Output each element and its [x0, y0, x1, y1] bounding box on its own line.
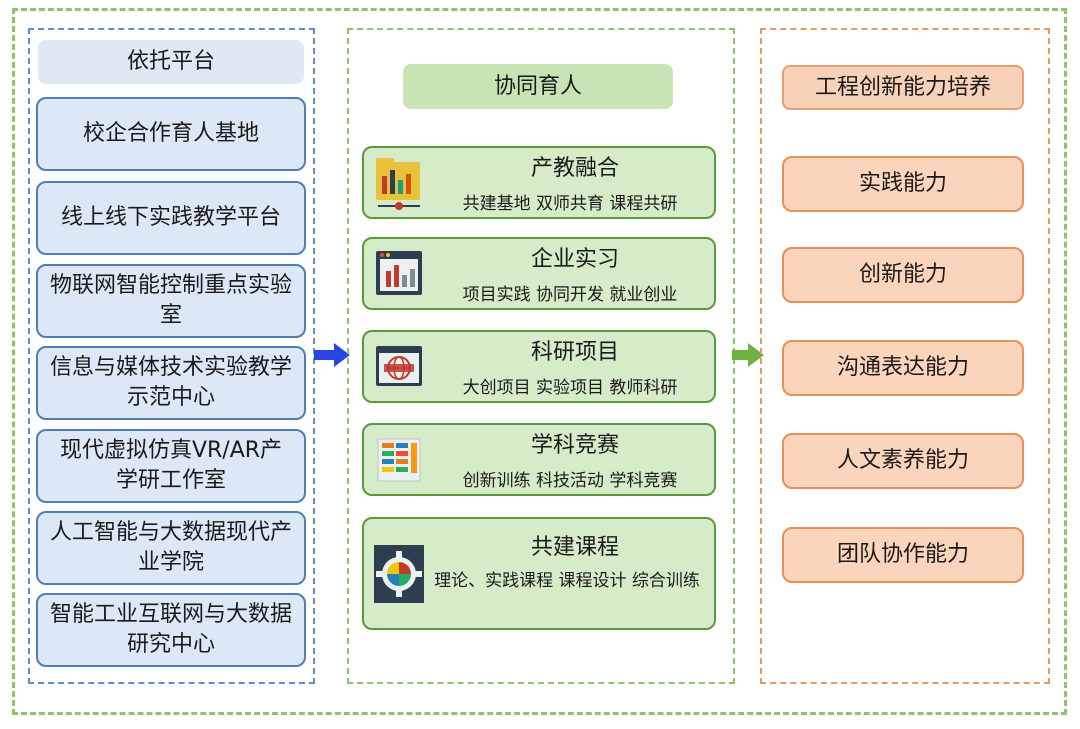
collab-card-title: 企业实习	[530, 247, 619, 272]
document-grid-icon	[377, 438, 421, 482]
collab-card-subtitle: 创新训练 科技活动 学科竞赛	[462, 471, 678, 491]
collab-card-subtitle: 共建基地 双师共育 课程共研	[462, 194, 678, 214]
collab-card-title: 共建课程	[530, 535, 619, 560]
collab-card: 学科竞赛 创新训练 科技活动 学科竞赛	[362, 423, 716, 496]
platform-item: 线上线下实践教学平台	[36, 181, 306, 255]
collab-card: 企业实习 项目实践 协同开发 就业创业	[362, 237, 716, 310]
ability-item: 人文素养能力	[782, 433, 1024, 489]
platform-item: 校企合作育人基地	[36, 97, 306, 171]
platform-item: 信息与媒体技术实验教学示范中心	[36, 346, 306, 420]
platform-item: 智能工业互联网与大数据研究中心	[36, 593, 306, 667]
ability-column	[760, 28, 1050, 684]
collab-card-title: 科研项目	[530, 340, 619, 365]
ability-header: 工程创新能力培养	[782, 65, 1024, 110]
collab-card: 科研项目 大创项目 实验项目 教师科研	[362, 330, 716, 403]
collab-card-subtitle: 大创项目 实验项目 教师科研	[462, 378, 678, 398]
collab-card: 产教融合 共建基地 双师共育 课程共研	[362, 146, 716, 219]
collab-card-subtitle: 理论、实践课程 课程设计 综合训练	[434, 571, 700, 591]
platform-item: 物联网智能控制重点实验室	[36, 264, 306, 338]
right-arrow-icon	[314, 343, 350, 367]
ability-item: 团队协作能力	[782, 527, 1024, 583]
www-browser-icon	[376, 346, 422, 386]
ability-item: 沟通表达能力	[782, 340, 1024, 396]
ability-item: 创新能力	[782, 247, 1024, 303]
collab-header: 协同育人	[403, 64, 673, 109]
collab-card: 共建课程 理论、实践课程 课程设计 综合训练	[362, 517, 716, 630]
collab-card-title: 学科竞赛	[530, 433, 619, 458]
collab-card-subtitle: 项目实践 协同开发 就业创业	[462, 285, 678, 305]
gear-pie-icon	[374, 545, 424, 603]
platform-header: 依托平台	[38, 40, 304, 84]
ability-item: 实践能力	[782, 156, 1024, 212]
folder-chart-icon	[376, 158, 420, 210]
collab-card-title: 产教融合	[530, 156, 619, 181]
outer-frame	[12, 8, 1067, 715]
right-arrow-icon	[732, 343, 764, 367]
platform-item: 现代虚拟仿真VR/AR产学研工作室	[36, 429, 306, 503]
window-chart-icon	[376, 251, 422, 295]
platform-item: 人工智能与大数据现代产业学院	[36, 511, 306, 585]
